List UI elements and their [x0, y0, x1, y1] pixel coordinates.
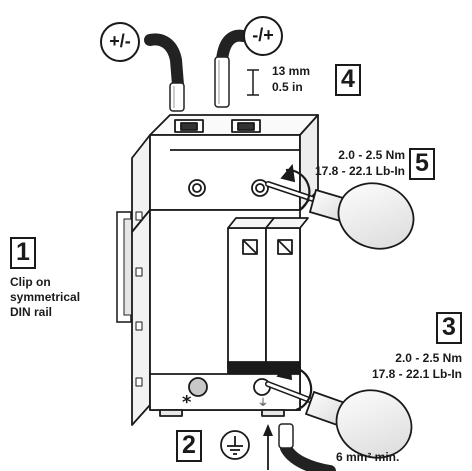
step-3-torque-nm: 2.0 - 2.5 Nm: [395, 351, 462, 365]
step-3-torque-lbin: 17.8 - 22.1 Lb-In: [371, 367, 462, 381]
strip-length-mm: 13 mm: [272, 64, 311, 78]
step-1-line-1: Clip on: [10, 275, 51, 289]
ground-terminal-mark: ⏚: [258, 398, 268, 409]
step-1-box: 1: [10, 237, 36, 269]
step-1-line-3: DIN rail: [10, 305, 53, 319]
polarity-label-left: +/-: [100, 22, 140, 62]
polarity-label-right: -/+: [243, 16, 283, 56]
dimension-bracket-icon: [247, 69, 259, 96]
wire-right: [214, 29, 249, 108]
step-1-line-2: symmetrical: [10, 290, 81, 304]
step-5-box: 5: [409, 148, 435, 180]
din-rail: [116, 211, 134, 323]
screwdriver-icon: [265, 361, 413, 459]
strip-length-in: 0.5 in: [272, 80, 303, 94]
step-4-box: 4: [335, 64, 361, 96]
marker-asterisk: *: [182, 392, 192, 413]
ground-symbol-icon: [220, 430, 250, 460]
screwdriver-icon: [265, 163, 415, 250]
ground-wire: [278, 423, 336, 471]
spd-device-body: [131, 114, 319, 426]
step-2-wire-section: 6 mm² min.: [336, 450, 400, 464]
insertion-arrow-icon: [263, 424, 273, 470]
step-3-box: 3: [436, 312, 462, 344]
step-5-torque-lbin: 17.8 - 22.1 Lb-In: [314, 164, 405, 178]
step-2-box: 2: [176, 430, 202, 462]
wire-left: [144, 33, 185, 112]
step-5-torque-nm: 2.0 - 2.5 Nm: [338, 148, 405, 162]
